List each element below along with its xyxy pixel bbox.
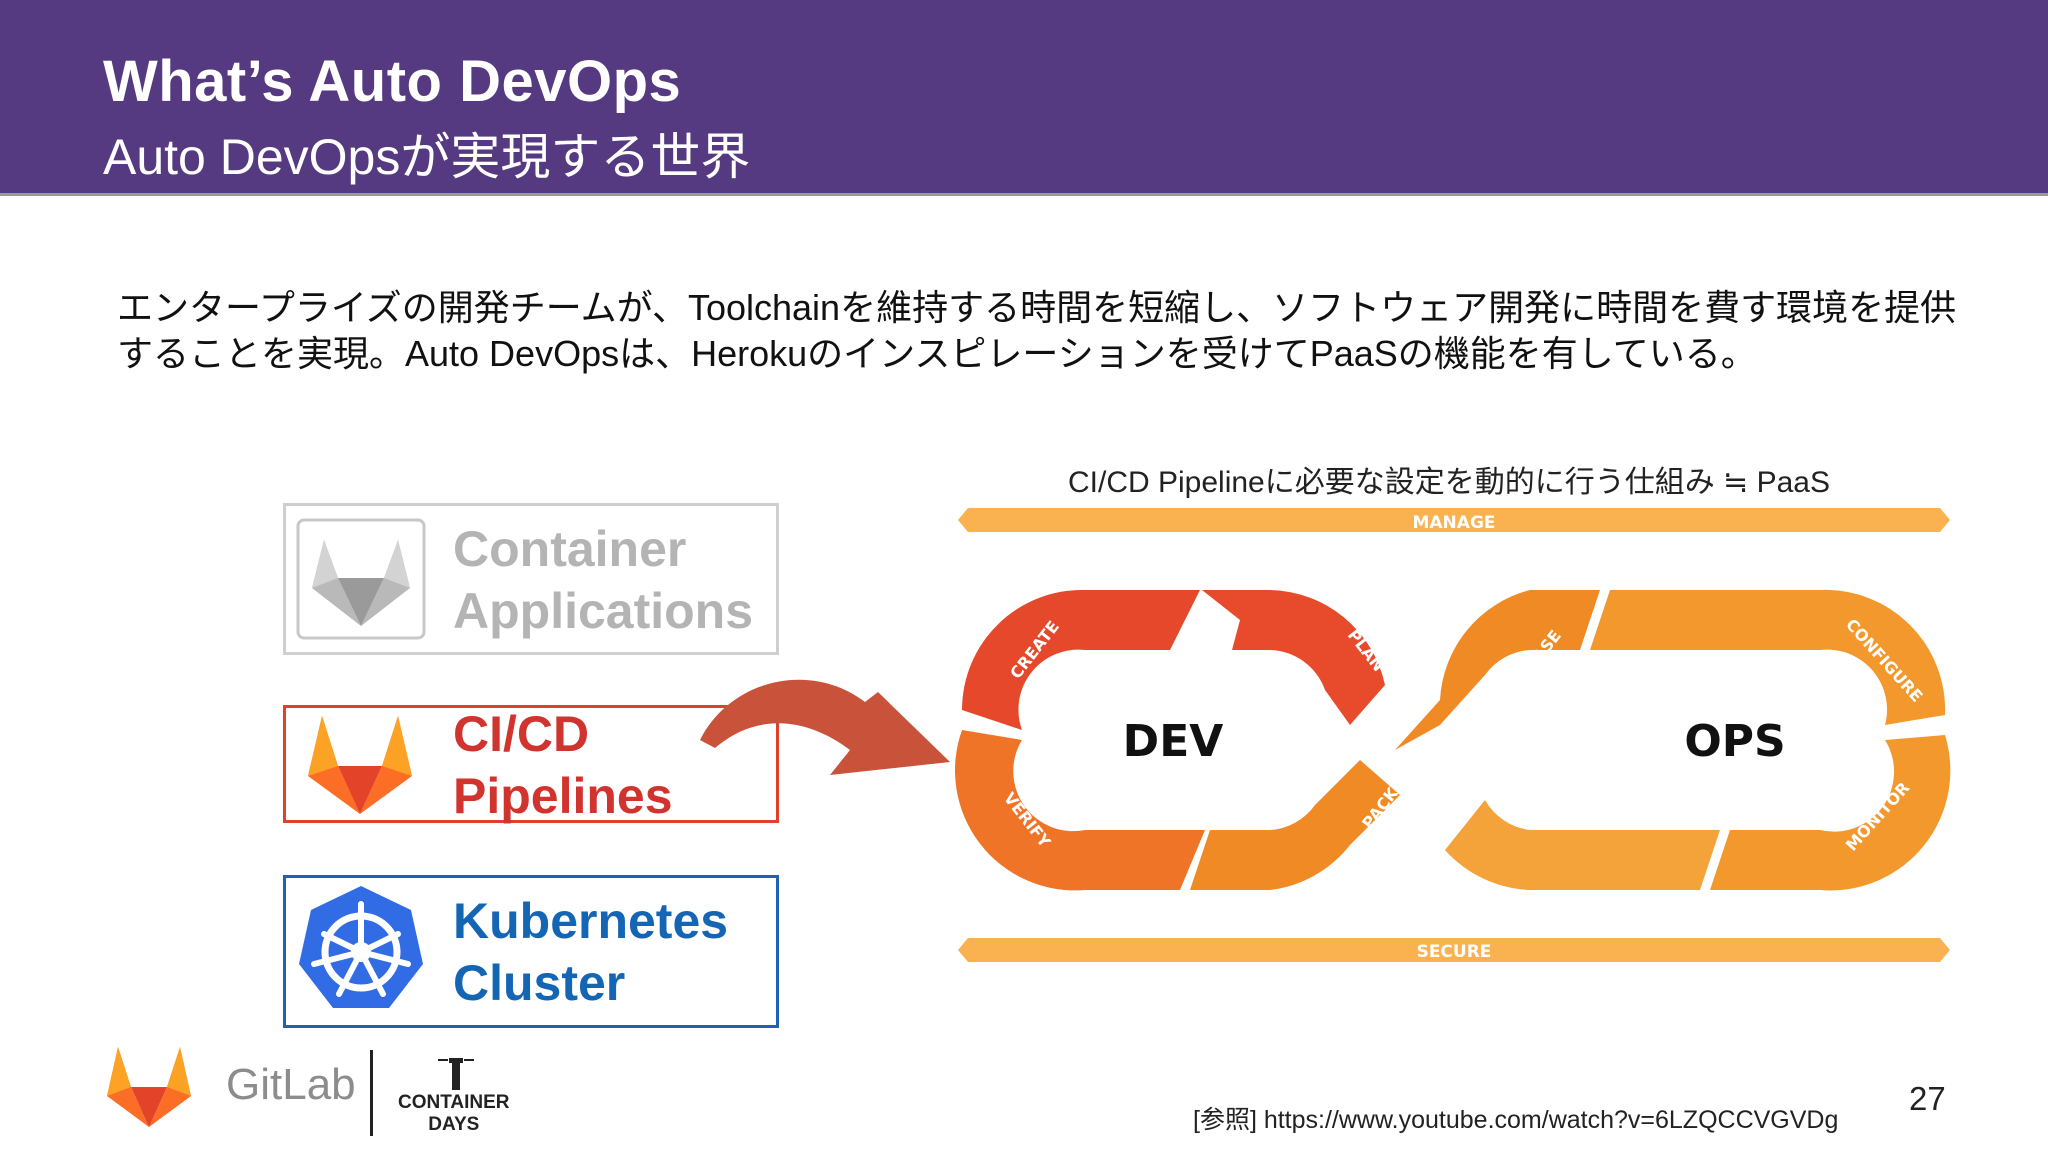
container-days-logo: CONTAINER DAYS [398,1092,510,1136]
verify-segment [954,730,1205,891]
lighthouse-icon [438,1058,474,1090]
gitlab-logo-icon [308,716,412,814]
body-line-2: することを実現。Auto DevOpsは、Herokuのインスピレーションを受け… [117,333,1757,374]
secure-bar [958,938,1950,962]
reference-link[interactable]: [参照] https://www.youtube.com/watch?v=6LZ… [1193,1106,1839,1134]
kubernetes-cluster-label: Kubernetes Cluster [453,890,728,1014]
release-segment [1395,590,1600,750]
card-label-line: Pipelines [453,768,673,824]
plan-segment [1202,590,1385,725]
card-label-line: Applications [453,583,754,639]
configure-segment [1590,589,1946,725]
body-line-1: エンタープライズの開発チームが、Toolchainを維持する時間を短縮し、ソフト… [117,287,1957,328]
slide-subtitle: Auto DevOpsが実現する世界 [103,129,751,185]
container-applications-label: Container Applications [453,518,753,642]
container-days-line: CONTAINER [398,1092,510,1113]
card-label-line: CI/CD [453,706,590,762]
container-days-line: DAYS [428,1114,480,1135]
kubernetes-icon [299,886,423,1008]
slide-title: What’s Auto DevOps [103,49,682,114]
gitlab-logo-gray-icon [296,518,426,640]
footer-divider [370,1050,373,1136]
create-segment [962,589,1200,730]
card-label-line: Kubernetes [453,893,729,949]
card-label-line: Cluster [453,955,626,1011]
monitor-segment [1710,735,1951,891]
curved-arrow-icon [700,679,950,775]
ops-bottom-segment [1445,800,1720,890]
package-segment [1190,760,1400,890]
secure-label: SECURE [1417,942,1492,962]
page-number: 27 [1909,1080,1946,1117]
diagram-caption: CI/CD Pipelineに必要な設定を動的に行う仕組み ≒ PaaS [1068,466,1830,499]
gitlab-wordmark: GitLab [226,1060,356,1109]
gitlab-footer-logo-icon [107,1047,191,1127]
slide-header [0,0,2048,196]
manage-label: MANAGE [1412,513,1495,533]
devops-infinity-diagram: MANAGE DEV OPS CREATE PLAN VERIFY PACKAG… [954,508,1951,962]
dev-label: DEV [1123,716,1224,767]
card-label-line: Container [453,521,687,577]
manage-bar [958,508,1950,532]
cicd-pipelines-label: CI/CD Pipelines [453,703,673,827]
ops-label: OPS [1684,716,1785,767]
body-paragraph: エンタープライズの開発チームが、Toolchainを維持する時間を短縮し、ソフト… [117,285,1957,377]
